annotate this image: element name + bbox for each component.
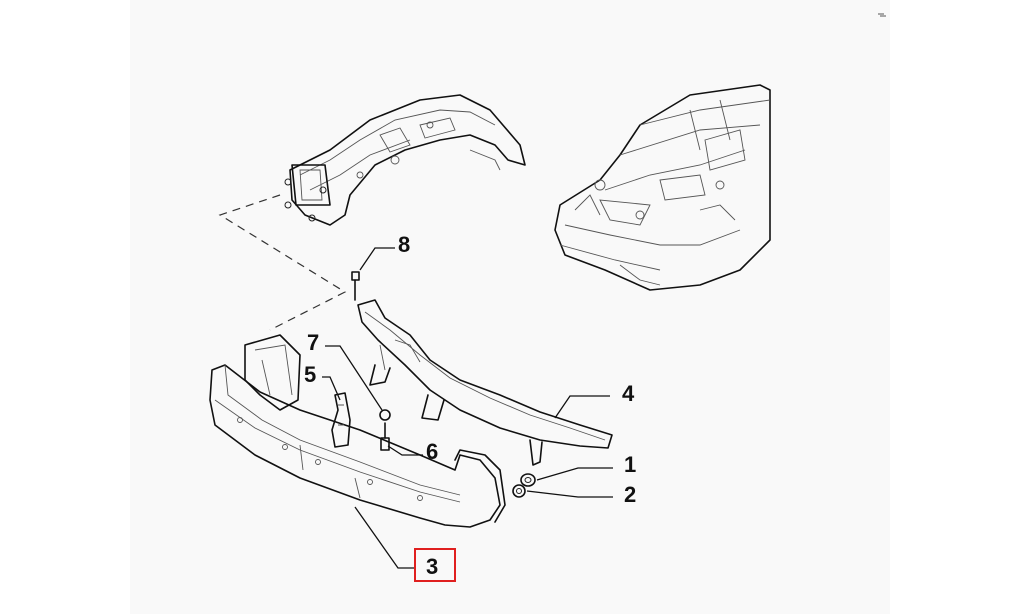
callout-1: 1	[624, 452, 636, 477]
upper-reinforcement	[357, 299, 613, 466]
washer-part-2	[512, 484, 526, 498]
callout-2: 2	[624, 482, 636, 507]
screw-part-8	[351, 271, 360, 301]
vehicle-front-overview	[554, 84, 771, 291]
callout-7: 7	[307, 330, 319, 355]
callout-labels: 8 7 5 4 6 1 2 3	[304, 232, 636, 582]
left-margin	[0, 0, 130, 614]
callout-8: 8	[398, 232, 410, 257]
highlight-box	[414, 548, 456, 582]
callout-3: 3	[426, 554, 438, 579]
reference-lines	[218, 194, 347, 331]
diagram-canvas	[130, 0, 890, 614]
washer-part-1	[520, 473, 536, 487]
bumper-crossmember	[209, 334, 506, 528]
callout-5: 5	[304, 362, 316, 387]
corner-mark	[878, 13, 886, 17]
bracket-part-5	[331, 392, 351, 448]
side-member-assembly	[284, 94, 526, 226]
leader-lines	[322, 247, 613, 569]
callout-6: 6	[426, 439, 438, 464]
nut-part-7	[379, 409, 391, 421]
bolt-part-6	[380, 422, 390, 451]
callout-4: 4	[622, 381, 635, 406]
